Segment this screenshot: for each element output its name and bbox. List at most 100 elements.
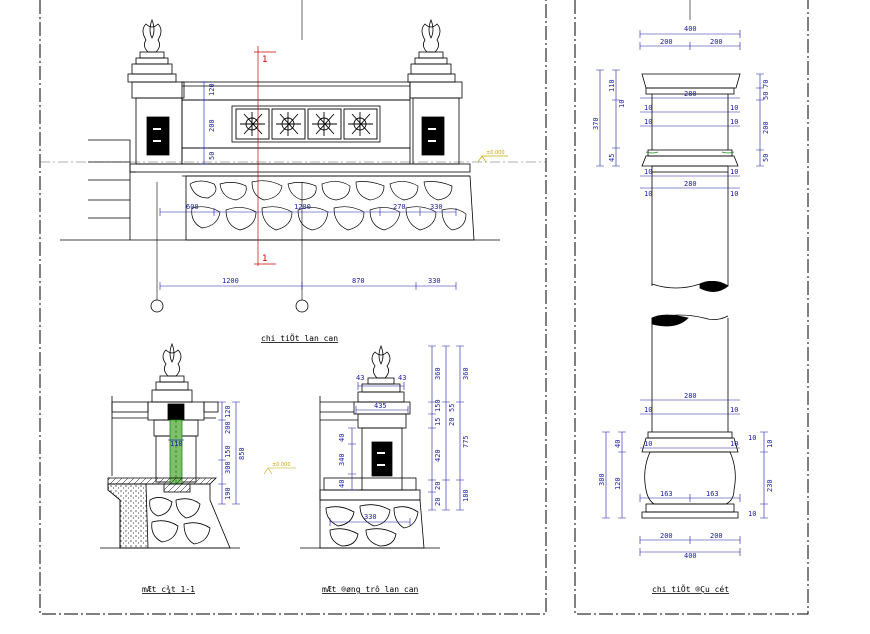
dim-label: 163 bbox=[660, 490, 673, 498]
axis-marker-a bbox=[150, 299, 164, 313]
dim-label: 180 bbox=[462, 489, 470, 502]
dim-label: 10 bbox=[730, 406, 738, 414]
dim-label: 55 bbox=[448, 404, 456, 412]
dim-label: 20 bbox=[434, 482, 442, 490]
dim-label: 230 bbox=[766, 479, 774, 492]
dim-label: 200 bbox=[710, 532, 723, 540]
dim-label: 10 bbox=[644, 104, 652, 112]
dim-label: 435 bbox=[374, 402, 387, 410]
axis-marker-b bbox=[295, 299, 309, 313]
dim-label: 10 bbox=[748, 434, 756, 442]
dim-label: 190 bbox=[224, 487, 232, 500]
dim-label: 10 bbox=[766, 440, 774, 448]
dim-label: 200 bbox=[208, 119, 216, 132]
front-dim-labels: 43 43 435 330 40 340 40 360 150 55 15 20… bbox=[338, 367, 470, 521]
railing-dim-labels: 600 1200 270 330 1200 870 330 120 200 50 bbox=[186, 83, 443, 285]
dim-label: 20 bbox=[448, 418, 456, 426]
dim-label: 50 bbox=[762, 92, 770, 100]
dim-label: 10 bbox=[730, 168, 738, 176]
dim-label: 400 bbox=[684, 552, 697, 560]
dim-label: 10 bbox=[730, 190, 738, 198]
dim-label: 400 bbox=[684, 25, 697, 33]
dim-label: 870 bbox=[352, 277, 365, 285]
section-mark-bottom: 1 bbox=[262, 254, 268, 264]
dim-label: 120 bbox=[224, 405, 232, 418]
dim-label: 70 bbox=[762, 80, 770, 88]
column-dimensions bbox=[596, 30, 768, 556]
dim-label: 10 bbox=[644, 406, 652, 414]
dim-label: 10 bbox=[730, 104, 738, 112]
dim-label: 10 bbox=[730, 440, 738, 448]
dim-label: 40 bbox=[338, 480, 346, 488]
dim-label: 380 bbox=[598, 473, 606, 486]
dim-label: 163 bbox=[706, 490, 719, 498]
dim-label: 40 bbox=[614, 440, 622, 448]
section-1-1 bbox=[100, 342, 240, 549]
dim-label: 10 bbox=[644, 168, 652, 176]
dim-label: 43 bbox=[398, 374, 406, 382]
dim-label: 110 bbox=[170, 440, 183, 448]
dim-label: 43 bbox=[356, 374, 364, 382]
caption-section-1-1: mÆt c¾t 1-1 bbox=[142, 585, 195, 594]
dim-label: 120 bbox=[208, 83, 216, 96]
caption-railing-detail: chi tiÕt lan can bbox=[261, 332, 338, 343]
post-front-dimensions bbox=[329, 345, 464, 526]
dim-label: 200 bbox=[660, 532, 673, 540]
dim-label: 280 bbox=[684, 90, 697, 98]
dim-label: 330 bbox=[430, 203, 443, 211]
stones bbox=[189, 180, 467, 231]
dim-label: 850 bbox=[238, 447, 246, 460]
dim-label: 50 bbox=[762, 154, 770, 162]
dim-label: 200 bbox=[224, 421, 232, 434]
dim-label: 280 bbox=[684, 180, 697, 188]
dim-label: 10 bbox=[644, 118, 652, 126]
dim-label: 150 bbox=[434, 399, 442, 412]
dim-label: 200 bbox=[762, 121, 770, 134]
dim-label: 1200 bbox=[294, 203, 311, 211]
dim-label: 20 bbox=[434, 498, 442, 506]
dim-label: 280 bbox=[684, 392, 697, 400]
column-head-detail bbox=[641, 0, 741, 519]
dim-label: 10 bbox=[730, 118, 738, 126]
dim-label: 340 bbox=[338, 453, 346, 466]
dim-label: 10 bbox=[748, 510, 756, 518]
dim-label: 10 bbox=[618, 100, 626, 108]
dim-label: 360 bbox=[462, 367, 470, 380]
ornament-lattice bbox=[235, 108, 378, 140]
dim-label: 10 bbox=[644, 440, 652, 448]
section-mark-top: 1 bbox=[262, 55, 268, 65]
dim-label: 600 bbox=[186, 203, 199, 211]
railing-elevation bbox=[40, 0, 546, 313]
level-label: ±0.000 bbox=[486, 150, 505, 156]
dim-label: 1200 bbox=[222, 277, 239, 285]
dim-label: 270 bbox=[393, 203, 406, 211]
dim-label: 110 bbox=[608, 79, 616, 92]
finial-left bbox=[127, 18, 185, 165]
finial-right bbox=[407, 18, 463, 165]
dim-label: 200 bbox=[710, 38, 723, 46]
dim-label: 15 bbox=[434, 418, 442, 426]
column-dim-labels: 400 200 200 280 280 10 10 10 10 10 10 10… bbox=[592, 25, 774, 560]
dim-label: 360 bbox=[434, 367, 442, 380]
caption-post-front-elevation: mÆt ®øng trô lan can bbox=[322, 584, 419, 594]
section-dim-labels: 120 200 300 150 190 850 110 bbox=[170, 405, 246, 500]
dim-label: 330 bbox=[364, 513, 377, 521]
dim-label: 300 bbox=[224, 461, 232, 474]
dim-label: 45 bbox=[608, 154, 616, 162]
dim-label: 40 bbox=[338, 434, 346, 442]
railing-dimensions bbox=[159, 81, 457, 290]
level-label: ±0.000 bbox=[272, 462, 291, 468]
dim-label: 10 bbox=[644, 190, 652, 198]
dim-label: 370 bbox=[592, 117, 600, 130]
section-dimensions bbox=[168, 401, 296, 505]
dim-label: 150 bbox=[224, 445, 232, 458]
dim-label: 330 bbox=[428, 277, 441, 285]
dim-label: 50 bbox=[208, 152, 216, 160]
sheet-frame-right bbox=[574, 0, 809, 615]
dim-label: 420 bbox=[434, 449, 442, 462]
dim-label: 775 bbox=[462, 435, 470, 448]
caption-column-head-detail: chi tiÕt ®Çu cét bbox=[652, 583, 729, 594]
sheet-frame-left bbox=[39, 0, 547, 615]
